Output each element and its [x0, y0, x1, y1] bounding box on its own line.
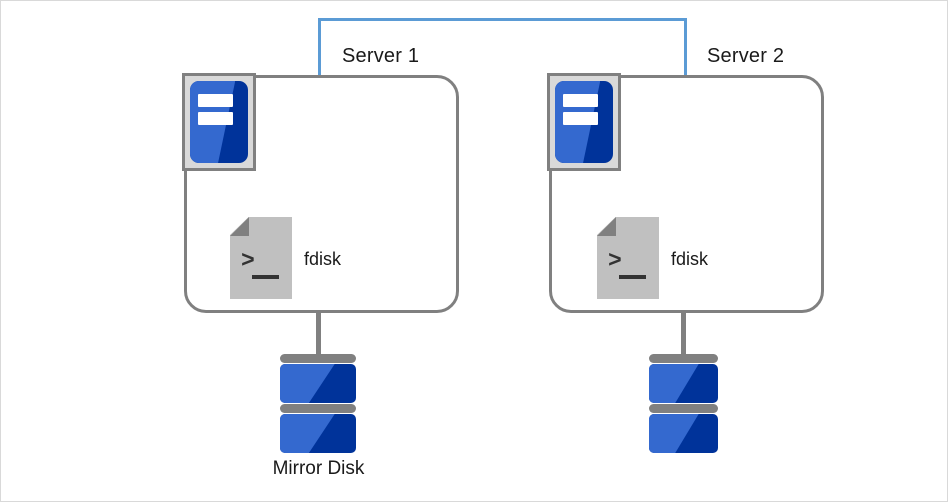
server-1-storage-label: Mirror Disk [272, 458, 365, 479]
prompt-cursor-icon [619, 275, 646, 279]
server-chassis [555, 81, 613, 163]
disk-bar-middle [649, 404, 718, 413]
server-1-server-icon [182, 73, 256, 171]
server-2-box [549, 75, 824, 313]
server-1-disk-cable [316, 311, 321, 359]
server-chassis [190, 81, 248, 163]
interconnect-right-drop [684, 18, 687, 76]
server-bay-icon [563, 94, 598, 108]
prompt-chevron-icon: > [608, 248, 622, 274]
interconnect-left-drop [318, 18, 321, 76]
server-1-disk-stack-icon [280, 354, 356, 453]
disk-bar-middle [280, 404, 356, 413]
server-2-server-icon [547, 73, 621, 171]
server-2-app-label: fdisk [671, 249, 709, 269]
disk-platter-upper [649, 364, 718, 403]
disk-platter-upper [280, 364, 356, 403]
server-1-terminal-document-icon: > [230, 217, 292, 299]
document-fold-icon [230, 217, 249, 236]
disk-platter-lower [280, 414, 356, 453]
server-2-terminal-document-icon: > [597, 217, 659, 299]
server-1-app-label: fdisk [304, 249, 342, 269]
server-2-disk-stack-icon [649, 354, 718, 453]
server-bay-icon [198, 112, 233, 126]
server-bay-icon [563, 112, 598, 126]
server-1-title: Server 1 [342, 45, 420, 67]
interconnect-horizontal-line [318, 18, 687, 21]
disk-bar-top [280, 354, 356, 363]
disk-bar-top [649, 354, 718, 363]
prompt-cursor-icon [252, 275, 279, 279]
server-2-disk-cable [681, 311, 686, 359]
prompt-chevron-icon: > [241, 248, 255, 274]
server-bay-icon [198, 94, 233, 108]
disk-platter-lower [649, 414, 718, 453]
server-2-title: Server 2 [707, 45, 785, 67]
